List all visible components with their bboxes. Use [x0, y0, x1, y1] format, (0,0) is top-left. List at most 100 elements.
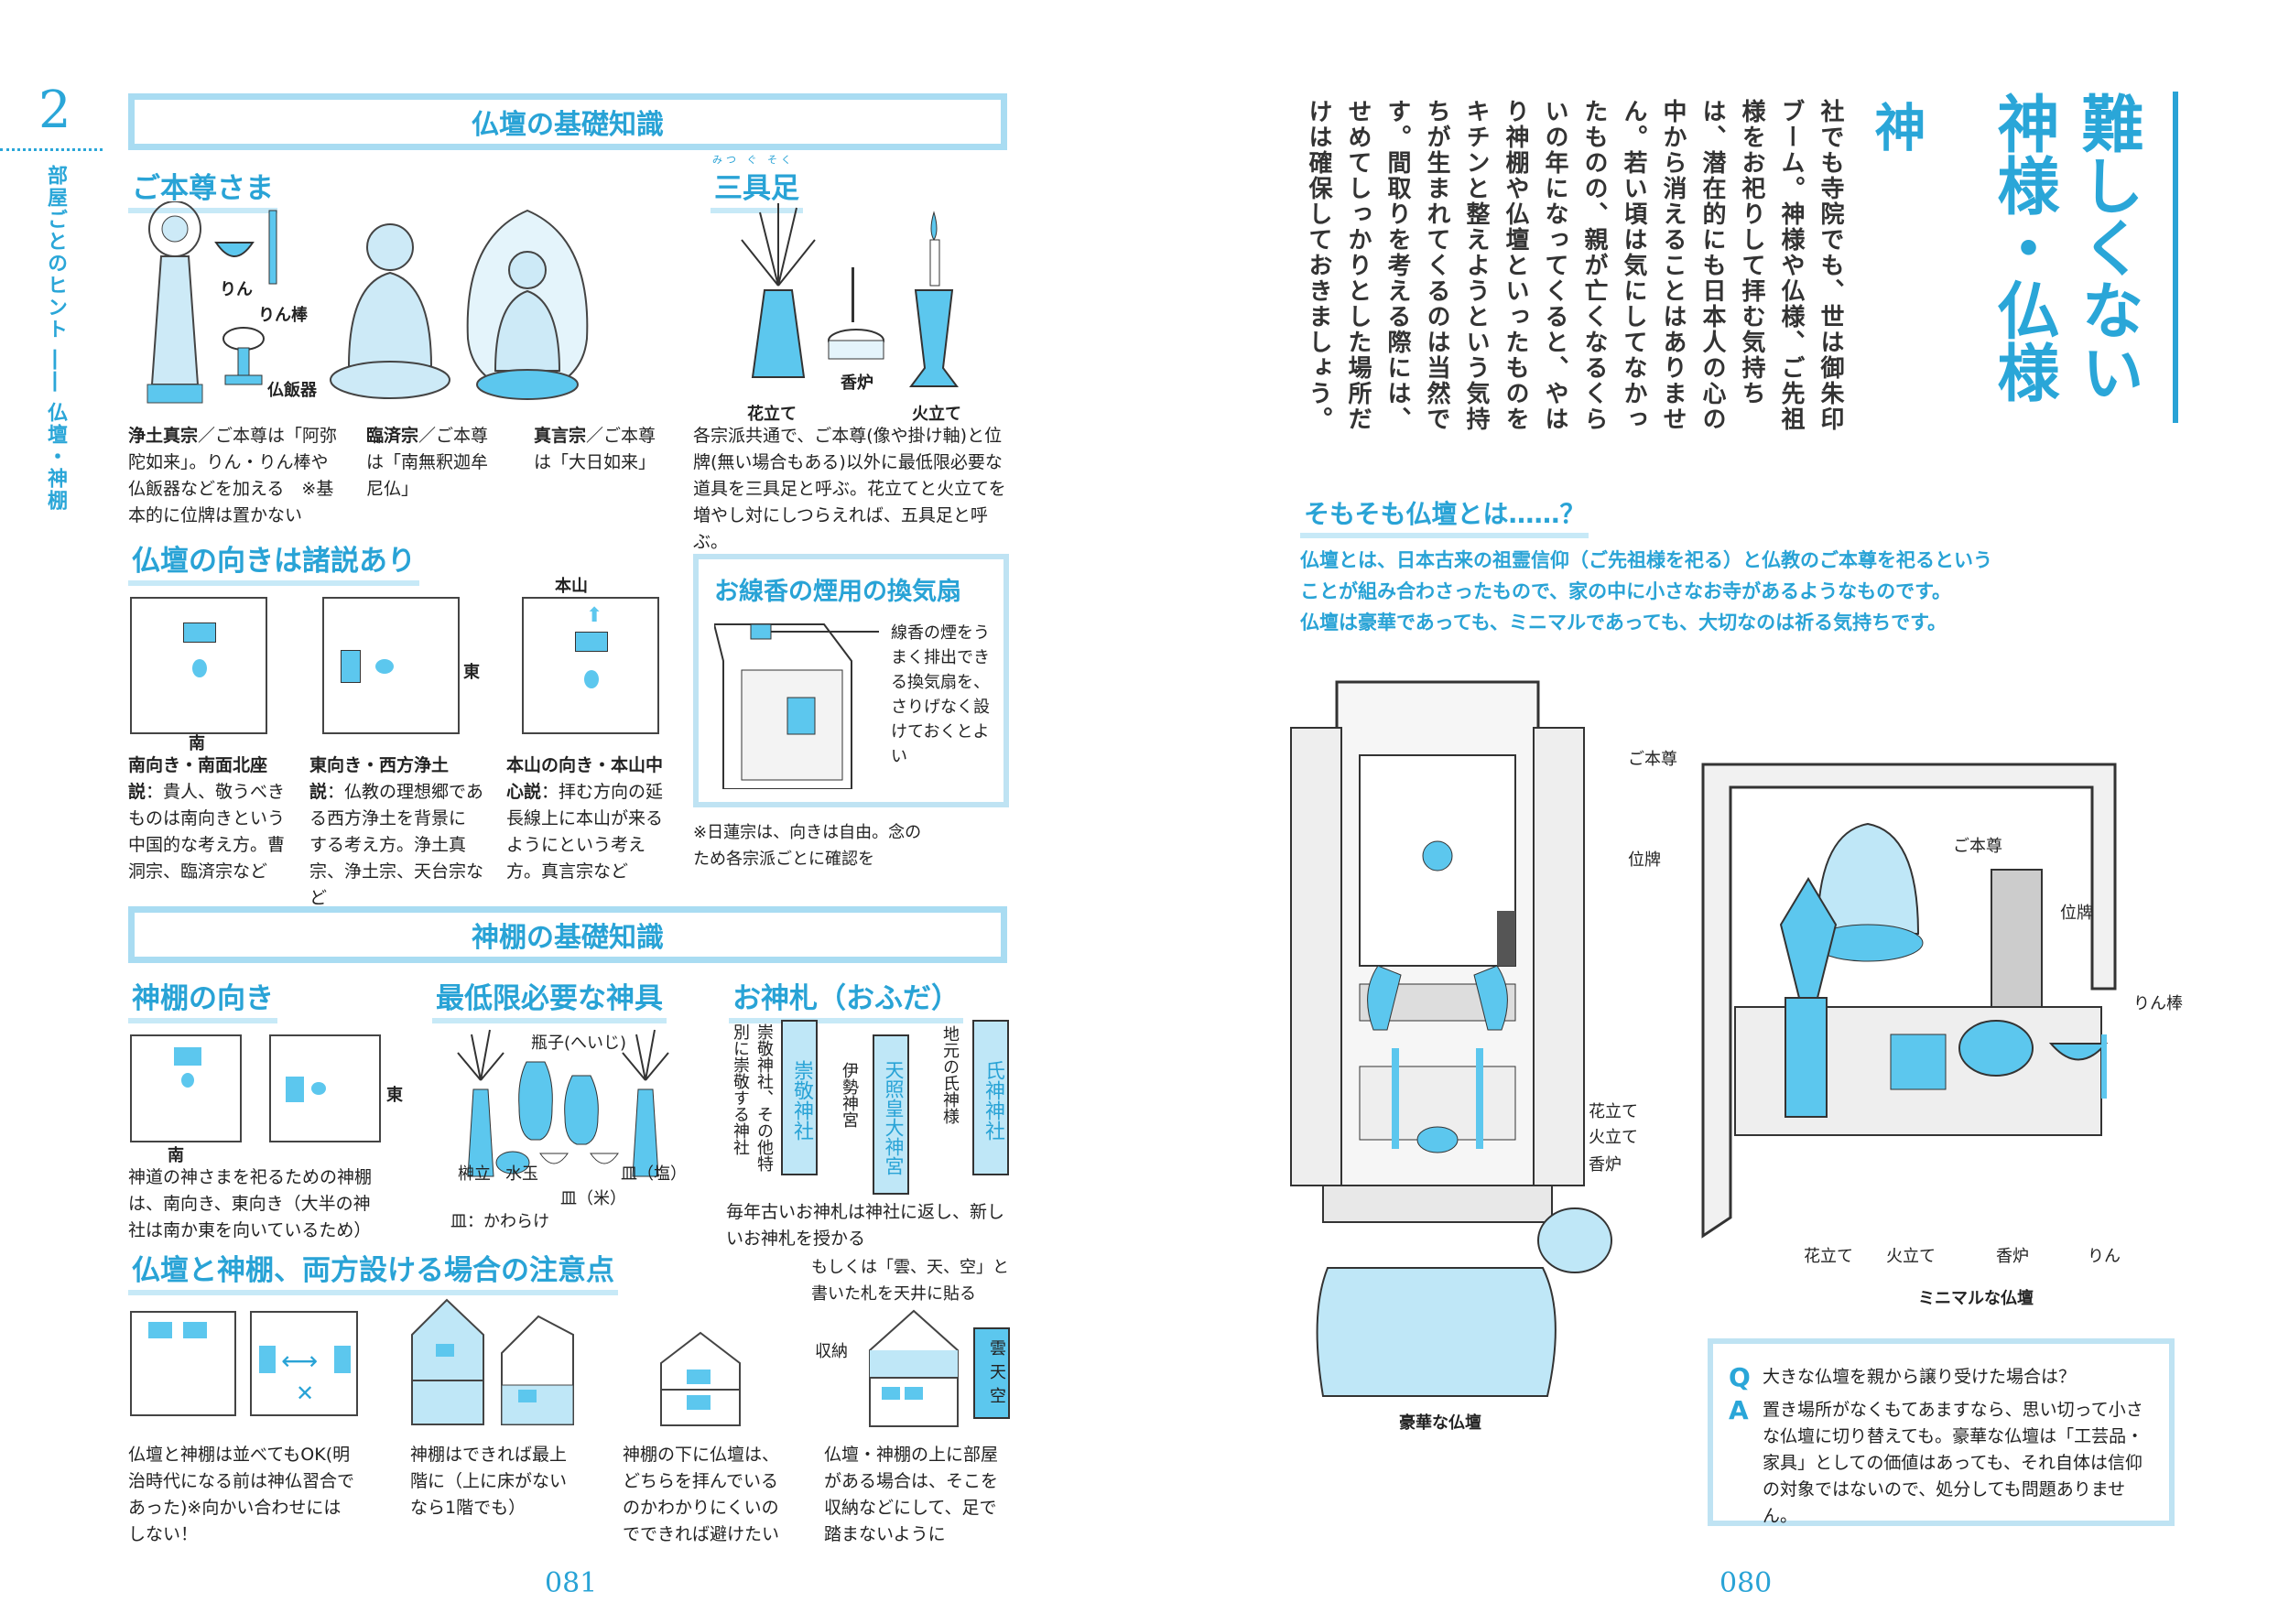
ofuda-col-2: 伊勢神宮 — [840, 1062, 859, 1128]
label-kome: 皿（米） — [560, 1189, 626, 1208]
label-buppanki: 仏飯器 — [267, 381, 317, 400]
a-mark: A — [1729, 1395, 1749, 1425]
min-label-ihai: 位牌 — [2060, 904, 2093, 923]
kmuki-diagram-east — [269, 1034, 381, 1142]
page-title: 難しくない神様・仏様 — [1986, 92, 2143, 403]
fan-illustration — [714, 623, 879, 789]
label-mizutama: 水玉 — [505, 1164, 538, 1184]
drop-cap: 神 — [1866, 101, 1926, 152]
label-kawarake: 皿：かわらけ — [450, 1212, 549, 1231]
sangu-text: 各宗派共通で、ご本尊(像や掛け軸)と位牌(無い場合もある)以外に最低限必要な道具… — [693, 426, 1006, 552]
both-diagram-1b: ⟷ ✕ — [250, 1311, 358, 1416]
chapter-number: 2 — [38, 81, 71, 140]
honzon-illustrations — [146, 201, 589, 404]
ofuda-tag-1: 崇敬神社 — [781, 1020, 818, 1175]
both-heading: 仏壇と神棚、両方設ける場合の注意点 — [128, 1247, 618, 1295]
honzon-heading: ご本尊さま — [128, 165, 277, 213]
ofuda-tag-2: 天照皇大神宮 — [873, 1034, 909, 1195]
answer-text: 置き場所がなくもてあますなら、思い切って小さな仏壇に切り替えても。豪華な仏壇は「… — [1763, 1400, 2144, 1526]
chapter-divider — [0, 148, 103, 151]
both-diagram-1a — [130, 1311, 236, 1416]
muki-heading: 仏壇の向きは諸説あり — [128, 537, 419, 586]
label-shuno: 収納 — [815, 1342, 848, 1361]
butsudan-line-2: ことが組み合わさったもので、家の中に小さなお寺があるようなものです。 — [1300, 580, 1952, 602]
min-label-rinbo: りん棒 — [2133, 994, 2183, 1013]
dir-south-2: 南 — [168, 1146, 184, 1165]
muki-diagram-east — [322, 597, 460, 734]
qa-box — [1708, 1338, 2175, 1526]
min-label-honzon: ご本尊 — [1953, 837, 2002, 856]
kumo-tag: 雲天空 — [973, 1327, 1010, 1419]
dir-east-1: 東 — [463, 663, 480, 682]
title-bar — [2173, 92, 2178, 423]
kmuki-diagram-south — [130, 1034, 242, 1142]
big-caption: 豪華な仏壇 — [1399, 1413, 1481, 1433]
dir-south-1: 南 — [189, 734, 205, 753]
sangu-heading: 三具足 — [711, 165, 803, 213]
big-label-ihai: 位牌 — [1628, 850, 1661, 870]
q-mark: Q — [1729, 1362, 1751, 1392]
min-label-rin: りん — [2088, 1247, 2121, 1266]
fan-heading: お線香の煙用の換気扇 — [714, 578, 961, 606]
butsudan-line-1: 仏壇とは、日本古来の祖霊信仰（ご先祖様を祀る）と仏教のご本尊を祀るという — [1300, 549, 1992, 571]
shingu-illustration — [457, 1029, 669, 1177]
question-text: 大きな仏壇を親から譲り受けた場合は？ — [1763, 1367, 2077, 1387]
ofuda-col-3: 地元の氏神様 — [940, 1025, 960, 1124]
both-diagram-3 — [660, 1331, 741, 1426]
chapter-side-title: 部屋ごとのヒント ―― 仏壇・神棚 — [44, 165, 67, 513]
minimal-butsudan-illustration — [1701, 763, 2117, 1239]
dir-east-2: 東 — [386, 1086, 403, 1105]
kumo-text: もしくは「雲、天、空」と書いた札を天井に貼る — [811, 1258, 1009, 1304]
ofuda-text: 毎年古いお神札は神社に返し、新しいお神札を授かる — [726, 1202, 1005, 1249]
rinzai-text: 臨済宗／ご本尊は「南無釈迦牟尼仏」 — [366, 426, 489, 499]
section-kamidana-basics: 神棚の基礎知識 — [128, 906, 1007, 963]
sangu-illustration — [741, 203, 959, 387]
label-hanatate: 花立て — [747, 405, 797, 424]
both-diagram-2 — [411, 1298, 574, 1425]
muki3-text: 本山の向き・本山中心説：拝む方向の延長線上に本山が来るようにという考え方。真言宗… — [506, 755, 664, 882]
butsudan-sub-heading: そもそも仏壇とは……？ — [1300, 494, 1589, 538]
butsudan-line-3: 仏壇は豪華であっても、ミニマルであっても、大切なのは祈る気持ちです。 — [1300, 612, 1947, 633]
muki2-text: 東向き・西方浄土説：仏教の理想郷である西方浄土を背景にする考え方。浄土真宗、浄土… — [309, 755, 484, 908]
both1-text: 仏壇と神棚は並べてもOK(明治時代になる前は神仏習合であった)※向かい合わせには… — [128, 1445, 355, 1544]
label-hitate: 火立て — [912, 405, 961, 424]
both2-text: 神棚はできれば最上階に（上に床がないなら1階でも） — [410, 1445, 568, 1518]
label-heishi: 瓶子(へいじ) — [531, 1034, 627, 1053]
sangu-ruby: みつ ぐ そく — [712, 154, 795, 166]
label-rinbo: りん棒 — [258, 306, 308, 325]
dir-honzan: 本山 — [555, 577, 588, 596]
min-caption: ミニマルな仏壇 — [1918, 1289, 2034, 1308]
muki1-text: 南向き・南面北座説：貴人、敬うべきものは南向きという中国的な考え方。曹洞宗、臨済… — [128, 755, 286, 882]
kamidana-muki-heading: 神棚の向き — [128, 975, 277, 1023]
big-label-hitate: 火立て — [1589, 1128, 1638, 1147]
label-sakaki: 榊立 — [458, 1164, 491, 1184]
page-number-left: 081 — [545, 1567, 598, 1599]
min-label-koro: 香炉 — [1996, 1247, 2029, 1266]
min-label-hanatate: 花立て — [1804, 1247, 1853, 1266]
both4-text: 仏壇・神棚の上に部屋がある場合は、そこを収納などにして、足で踏まないように — [824, 1445, 999, 1544]
label-koro: 香炉 — [841, 374, 873, 393]
nichiren-note: ※日蓮宗は、向きは自由。念のため各宗派ごとに確認を — [693, 823, 922, 869]
both3-text: 神棚の下に仏壇は、どちらを拝んでいるのかわかりにくいのでできれば避けたい — [623, 1445, 780, 1544]
ofuda-tag-3: 氏神神社 — [972, 1020, 1009, 1175]
big-label-koro: 香炉 — [1589, 1155, 1622, 1175]
muki-diagram-honzan: ⬆ — [522, 597, 659, 734]
big-label-honzon: ご本尊 — [1628, 750, 1677, 769]
label-shio: 皿（塩） — [621, 1164, 687, 1184]
shingu-heading: 最低限必要な神具 — [432, 975, 667, 1023]
muki-diagram-south — [130, 597, 267, 734]
section-butsudan-basics: 仏壇の基礎知識 — [128, 93, 1007, 150]
big-label-hanatate: 花立て — [1589, 1102, 1638, 1121]
ofuda-col-1: 崇敬神社、その他特別に崇敬する神社 — [731, 1023, 774, 1172]
label-rin: りん — [220, 280, 253, 299]
fan-box — [693, 554, 1009, 807]
jodo-text: 浄土真宗／ご本尊は「阿弥陀如来」。りん・りん棒や仏飯器などを加える ※基本的に位… — [128, 426, 338, 525]
shingon-text: 真言宗／ご本尊は「大日如来」 — [534, 426, 656, 472]
page-number-right: 080 — [1719, 1567, 1773, 1599]
gorgeous-butsudan-illustration — [1290, 680, 1612, 1397]
fan-text: 線香の煙をうまく排出できる換気扇を、さりげなく設けておくとよい — [891, 623, 990, 766]
ofuda-heading: お神札（おふだ） — [729, 975, 963, 1023]
both-diagram-4 — [869, 1309, 959, 1427]
intro-body: 社でも寺院でも、世は御朱印ブーム。神様や仏様、ご先祖様をお祀りして拝む気持ちは、… — [1305, 99, 1844, 432]
kamidana-muki-text: 神道の神さまを祀るための神棚は、南向き、東向き（大半の神社は南か東を向いているた… — [128, 1167, 373, 1240]
